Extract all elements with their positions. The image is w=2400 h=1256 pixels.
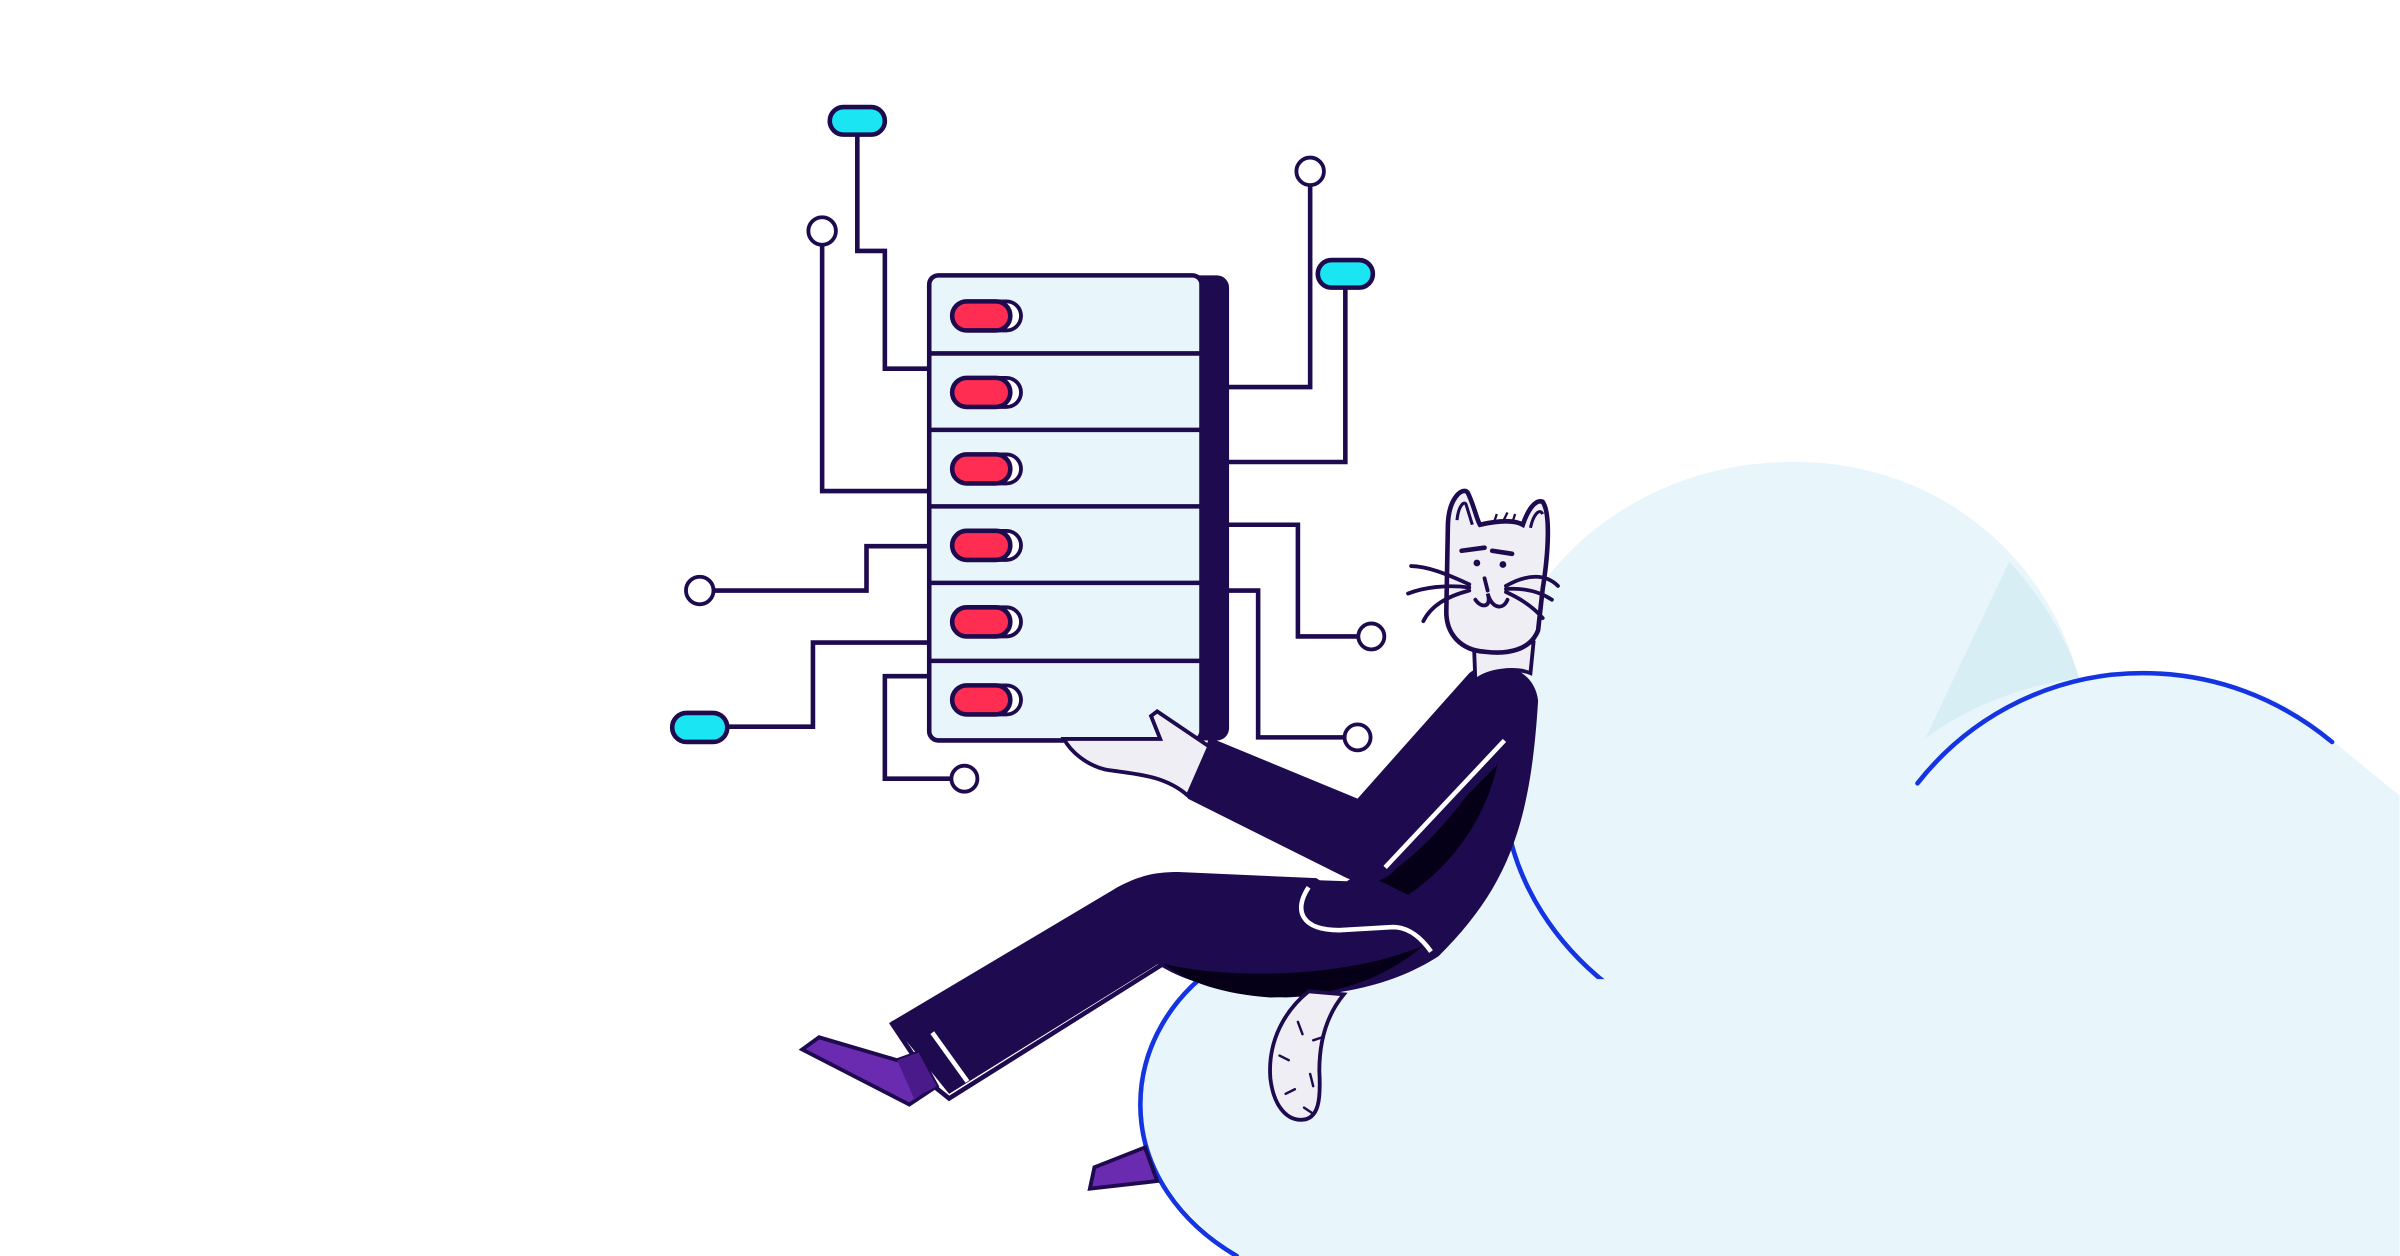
cat-eye-right [1499, 561, 1507, 568]
server-indicator-6 [949, 683, 1023, 717]
cat-paw [1060, 709, 1212, 799]
endpoint-pill-icon [827, 104, 888, 137]
server-indicator-1 [949, 299, 1023, 333]
cat-eye-left [1473, 559, 1481, 567]
arm-shadow [1377, 749, 1500, 895]
cloud-group [1138, 461, 2400, 1256]
server-indicator-4 [949, 528, 1023, 563]
circuit-endpoints [684, 155, 1387, 794]
circuit-line-top-left-1 [855, 134, 930, 371]
circuit-line-right-2 [1227, 588, 1344, 740]
circuit-line-left-1 [713, 543, 930, 593]
server-unit-dividers [929, 351, 1202, 664]
jacket-shadow [1163, 945, 1424, 998]
sleeve-highlight [1383, 738, 1507, 869]
far-shoe [1087, 1144, 1160, 1191]
endpoint-circle-icon [684, 574, 716, 607]
cat-ear-inner-left [1455, 501, 1474, 526]
circuit-line-bottom-left [882, 673, 951, 781]
near-shoe [798, 1035, 940, 1107]
right-cloud-outline [1915, 670, 2335, 786]
trouser-hem-stripe [930, 1031, 970, 1083]
cat-eyebrows [1459, 545, 1515, 557]
front-cloud-outline [1138, 958, 1240, 1256]
server-indicators [949, 299, 1023, 717]
cat-ear-inner-right [1528, 510, 1545, 529]
server-indicator-3 [949, 452, 1023, 486]
cat-whiskers [1406, 564, 1560, 624]
endpoint-circle-icon [1294, 155, 1326, 188]
circuit-line-top-left-2 [819, 244, 930, 494]
circuit-line-left-2 [728, 640, 930, 729]
circuit-line-top-right-1 [1227, 185, 1313, 390]
circuit-pills [669, 104, 1376, 745]
circuit-line-right-1 [1227, 522, 1358, 639]
front-cloud-fill [1140, 960, 2400, 1256]
circuit-lines [713, 134, 1358, 781]
endpoint-pill-icon [1315, 257, 1376, 290]
jacket-pocket [1298, 886, 1433, 953]
near-shoe-heel [897, 1052, 937, 1099]
cat-tail-fur [1278, 1020, 1324, 1115]
back-cloud-shade [1912, 561, 2085, 765]
cat-fur-tufts [1492, 511, 1517, 524]
cat-tail [1268, 989, 1348, 1122]
endpoint-circle-icon [806, 215, 838, 247]
endpoint-circle-icon [1356, 621, 1387, 652]
circuit-line-top-right-2 [1227, 289, 1348, 465]
endpoint-circle-icon [949, 763, 980, 794]
cat-mouth [1473, 576, 1510, 609]
server-rack [926, 273, 1230, 743]
back-cloud-fill [1193, 461, 2082, 1256]
jacket-sleeve [1187, 664, 1536, 883]
jacket-body [1157, 667, 1539, 998]
cat-head [1444, 488, 1551, 655]
endpoint-circle-icon [1342, 722, 1373, 753]
front-cloud [1138, 958, 2400, 1256]
server-indicator-2 [949, 375, 1023, 410]
server-indicator-5 [949, 605, 1023, 639]
endpoint-pill-icon [669, 710, 730, 745]
cat-character [798, 488, 1560, 1191]
